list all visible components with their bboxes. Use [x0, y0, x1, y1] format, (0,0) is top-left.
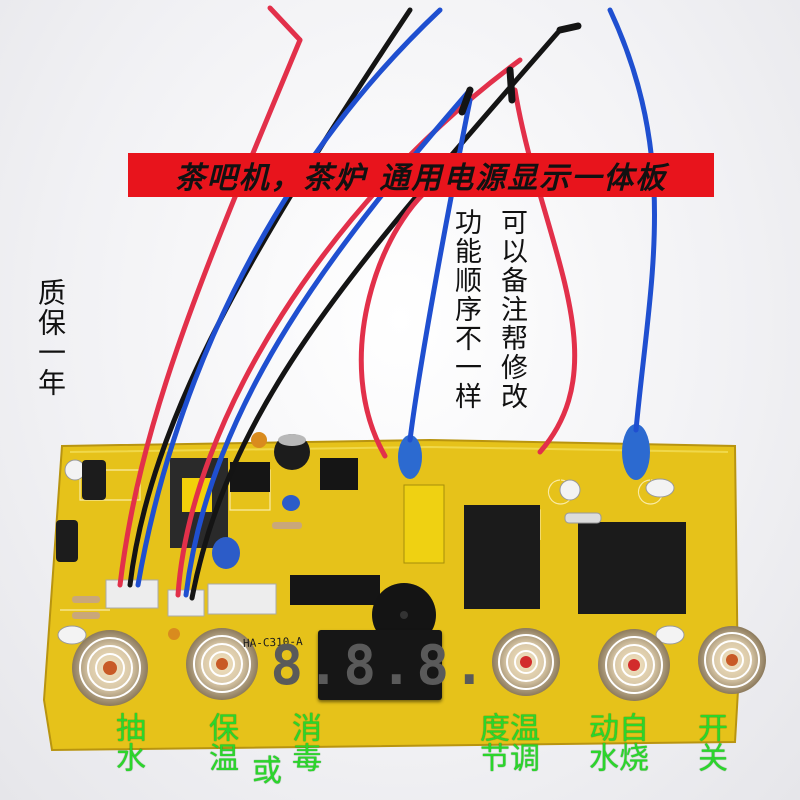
led-display: 8.8.8.	[270, 630, 486, 700]
switch-coils	[72, 626, 766, 706]
banner-title: 茶吧机，茶炉 通用电源显示一体板	[174, 161, 668, 196]
label-pump-water: 抽水	[110, 712, 145, 772]
wires	[117, 5, 657, 601]
label-keep-warm: 保温	[203, 712, 238, 772]
warranty-note: 质保一年	[34, 278, 67, 398]
modify-remark-note: 可以备注帮修改	[496, 208, 527, 411]
label-disinfect: 消毒	[286, 712, 321, 772]
label-auto-water: 自烧动水	[583, 712, 648, 772]
label-power-switch: 开关	[692, 712, 727, 772]
label-temp-adjust: 温调度节	[474, 712, 539, 772]
display-digits: 8.8.8.	[270, 633, 490, 697]
title-banner: 茶吧机，茶炉 通用电源显示一体板	[128, 153, 714, 197]
label-or: 或	[252, 754, 282, 789]
function-order-note: 功能顺序不一样	[450, 208, 481, 411]
